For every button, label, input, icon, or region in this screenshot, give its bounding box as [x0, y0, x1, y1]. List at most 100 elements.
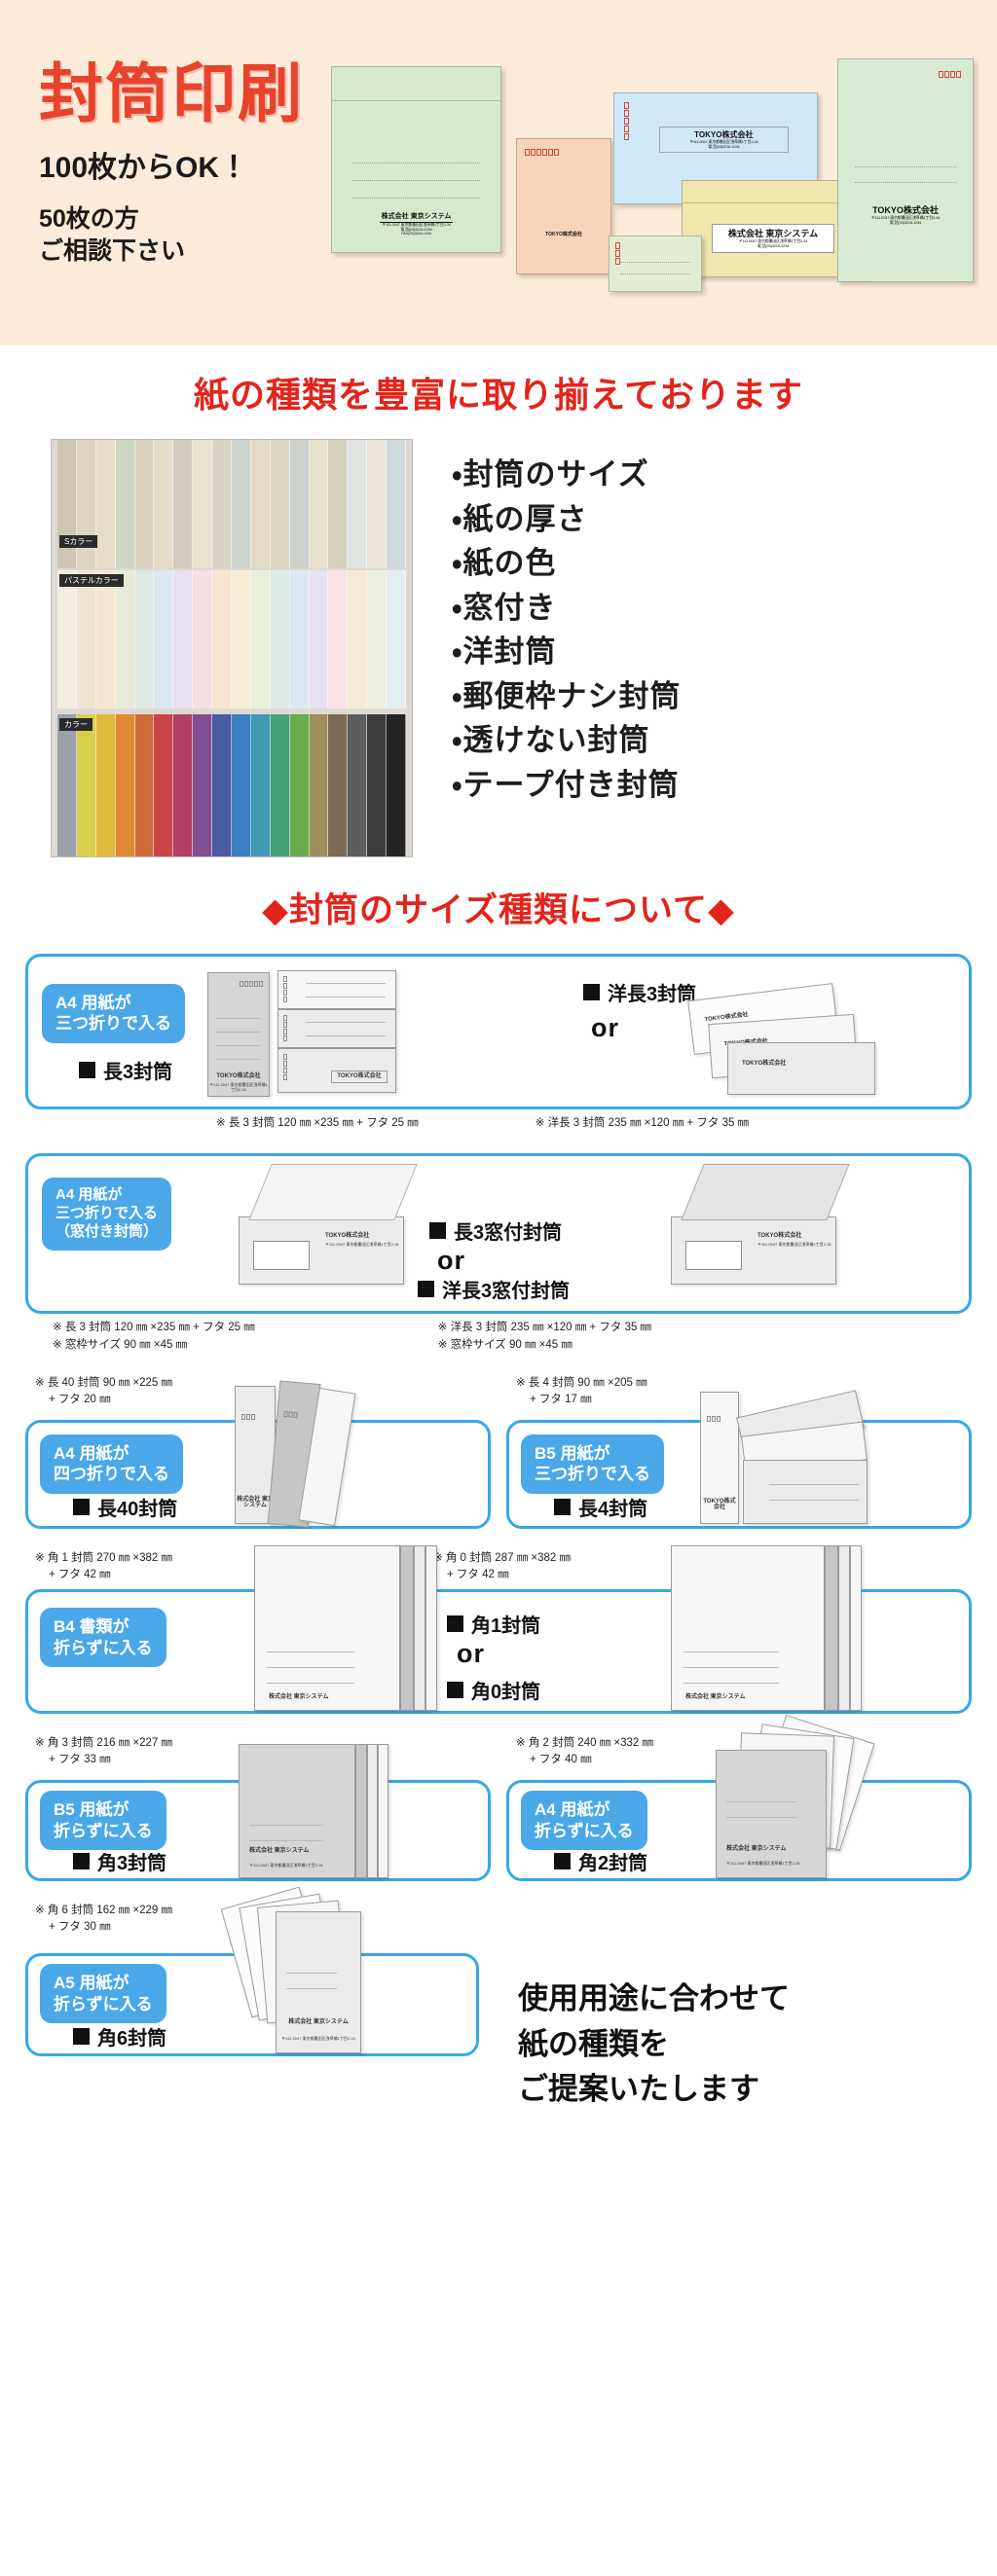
- cell-kaku6: ※ 角 6 封筒 162 ㎜ ×229 ㎜ + フタ 30 ㎜ A5 用紙が 折…: [25, 1886, 479, 2113]
- list-item: ・紙の厚さ: [452, 501, 588, 536]
- closing-line1: 使用用途に合わせて: [518, 1981, 790, 2016]
- envelope-illustration-peach: TOKYO株式会社: [516, 138, 611, 274]
- tag-a5-flat: A5 用紙が 折らずに入る: [40, 1964, 166, 2024]
- list-item: ・透けない封筒: [452, 723, 650, 758]
- envelope-size-heading: ◆封筒のサイズ種類について◆: [262, 891, 735, 929]
- list-item: ・封筒のサイズ: [452, 457, 649, 491]
- or-separator-row4: or: [457, 1639, 485, 1669]
- tag-a4-trifold-window: A4 用紙が 三つ折りで入る （窓付き封筒）: [42, 1178, 172, 1251]
- envelope-art-kaku2: 株式会社 東京システム 〒111-0047 東京都墨田区浅草橋1丁目2-34: [716, 1750, 827, 1879]
- or-separator-row1: or: [591, 1013, 619, 1042]
- list-item: ・洋封筒: [452, 635, 557, 670]
- cell-naga40: ※ 長 40 封筒 90 ㎜ ×225 ㎜ + フタ 20 ㎜ A4 用紙が 四…: [25, 1375, 491, 1529]
- paper-types-heading: 紙の種類を豊富に取り揃えております: [193, 375, 804, 415]
- swatch-band-label-pastel: パステルカラー: [59, 574, 124, 587]
- card-kaku3[interactable]: B5 用紙が 折らずに入る 株式会社 東京システム 〒111-0047 東京都墨…: [25, 1744, 491, 1882]
- list-item: ・テープ付き封筒: [452, 767, 680, 802]
- card-kaku1-kaku0[interactable]: B4 書類が 折らずに入る 株式会社 東京システム 角1封筒 or 角0封筒: [25, 1545, 972, 1715]
- paper-feature-list: ・封筒のサイズ ・紙の厚さ ・紙の色 ・窓付き ・洋封筒 ・郵便枠ナシ封筒 ・透…: [452, 439, 682, 808]
- dim-naga40-2: + フタ 20 ㎜: [49, 1393, 111, 1405]
- tag-a4-flat: A4 用紙が 折らずに入る: [521, 1791, 647, 1851]
- label-kaku1: 角1封筒: [447, 1610, 540, 1638]
- dim-kaku6-1: ※ 角 6 封筒 162 ㎜ ×229 ㎜: [35, 1905, 172, 1917]
- dim-group-yonaga3-window: ※ 洋長 3 封筒 235 ㎜ ×120 ㎜ + フタ 35 ㎜ ※ 窓枠サイズ…: [437, 1322, 652, 1351]
- card-naga4[interactable]: B5 用紙が 三つ折りで入る TOKYO株式会社 長4封筒: [506, 1390, 972, 1529]
- label-kaku2: 角2封筒: [554, 1847, 647, 1875]
- envelope-art-naga3-stack3: TOKYO株式会社: [277, 1048, 396, 1093]
- envelope-logo-right-green: TOKYO株式会社 〒111-0047 東京都墨田区浅草橋1丁目2-34 電 話…: [870, 205, 941, 225]
- list-item: ・紙の色: [452, 546, 557, 581]
- dim-group-kaku1: ※ 角 1 封筒 270 ㎜ ×382 ㎜ + フタ 42 ㎜: [35, 1551, 172, 1580]
- dim-naga4-1: ※ 長 4 封筒 90 ㎜ ×205 ㎜: [516, 1376, 647, 1389]
- envelope-flap-yonaga3-window: [681, 1164, 850, 1221]
- dim-naga4-2: + フタ 17 ㎜: [530, 1393, 592, 1405]
- cell-naga4: ※ 長 4 封筒 90 ㎜ ×205 ㎜ + フタ 17 ㎜ B5 用紙が 三つ…: [506, 1375, 972, 1529]
- dims-row1: ※ 長 3 封筒 120 ㎜ ×235 ㎜ + フタ 25 ㎜ ※ 洋長 3 封…: [25, 1115, 972, 1132]
- card-kaku2[interactable]: A4 用紙が 折らずに入る 株式会社 東京システム 〒111-0047 東京都墨…: [506, 1715, 972, 1882]
- label-yonaga3-window: 洋長3窓付封筒: [418, 1275, 570, 1303]
- list-item: ・郵便枠ナシ封筒: [452, 678, 682, 713]
- label-kaku6: 角6封筒: [73, 2022, 166, 2050]
- hero-consult-line1: 50枚の方: [39, 205, 139, 234]
- card-naga3[interactable]: A4 用紙が 三つ折りで入る TOKYO株式会社 〒111-0047 東京都墨田…: [25, 954, 972, 1109]
- envelope-art-kaku0-side1: [825, 1545, 838, 1712]
- envelope-logo-cream: 株式会社 東京システム 〒111-0047 東京都墨田区浅草橋1丁目2-34 電…: [711, 224, 835, 254]
- envelope-art-naga3-stack1: [277, 970, 396, 1009]
- label-yonaga3: 洋長3封筒: [583, 978, 696, 1006]
- tag-b5-flat: B5 用紙が 折らずに入る: [40, 1791, 166, 1851]
- dim-kaku2-1: ※ 角 2 封筒 240 ㎜ ×332 ㎜: [516, 1737, 653, 1750]
- paper-types-section: 紙の種類を豊富に取り揃えております Sカラー パステルカラー: [0, 345, 997, 857]
- envelope-art-kaku3-side1: [355, 1744, 367, 1879]
- paper-swatch-photo: Sカラー パステルカラー カラー: [51, 439, 413, 857]
- envelope-illustration-right-green: TOKYO株式会社 〒111-0047 東京都墨田区浅草橋1丁目2-34 電 話…: [837, 58, 974, 282]
- row-naga40-naga4-wrapper: ※ 長 40 封筒 90 ㎜ ×225 ㎜ + フタ 20 ㎜ A4 用紙が 四…: [0, 1375, 997, 1529]
- envelope-art-kaku1-side3: [425, 1545, 437, 1712]
- envelope-illustration-green: 株式会社 東京システム 〒111-0047 東京都墨田区浅草橋1丁目2-34 電…: [331, 66, 501, 253]
- swatch-band-label-color: カラー: [59, 718, 92, 731]
- closing-line3: ご提案いたします: [518, 2072, 759, 2107]
- swatch-band-label-s: Sカラー: [59, 535, 98, 548]
- envelope-art-kaku0-side3: [850, 1545, 862, 1712]
- envelope-art-kaku0: 株式会社 東京システム: [671, 1545, 825, 1712]
- dim-kaku2-2: + フタ 40 ㎜: [530, 1754, 592, 1766]
- envelope-flap-naga3-window: [248, 1164, 418, 1221]
- hero-text-block: 封筒印刷 100枚からOK！ 50枚の方 ご相談下さい: [39, 59, 304, 268]
- closing-line2: 紙の種類を: [518, 2026, 669, 2061]
- envelope-art-kaku3-side3: [378, 1744, 388, 1879]
- row-kaku1-kaku0-wrapper: ※ 角 1 封筒 270 ㎜ ×382 ㎜ + フタ 42 ㎜ ※ 角 0 封筒…: [0, 1545, 997, 1715]
- row-kaku6-wrapper: ※ 角 6 封筒 162 ㎜ ×229 ㎜ + フタ 30 ㎜ A5 用紙が 折…: [0, 1886, 997, 2113]
- label-naga40: 長40封筒: [73, 1493, 177, 1521]
- envelope-logo-peach: TOKYO株式会社: [545, 232, 582, 237]
- dim-kaku6-2: + フタ 30 ㎜: [49, 1921, 111, 1934]
- card-naga3-window[interactable]: A4 用紙が 三つ折りで入る （窓付き封筒） TOKYO株式会社 〒111-00…: [25, 1153, 972, 1315]
- envelope-art-naga4-a: TOKYO株式会社: [700, 1391, 739, 1524]
- closing-message: 使用用途に合わせて 紙の種類を ご提案いたします: [495, 1903, 972, 2113]
- card-kaku6[interactable]: A5 用紙が 折らずに入る 株式会社 東京システム 〒111-0047 東京都墨…: [25, 1886, 479, 2057]
- dim-naga3: ※ 長 3 封筒 120 ㎜ ×235 ㎜ + フタ 25 ㎜: [216, 1117, 419, 1129]
- tag-a4-quadfold: A4 用紙が 四つ折りで入る: [40, 1433, 183, 1494]
- tag-b4-flat: B4 書類が 折らずに入る: [40, 1608, 166, 1668]
- dims-row2: ※ 長 3 封筒 120 ㎜ ×235 ㎜ + フタ 25 ㎜ ※ 窓枠サイズ …: [25, 1320, 972, 1354]
- dim-group-naga3-window: ※ 長 3 封筒 120 ㎜ ×235 ㎜ + フタ 25 ㎜ ※ 窓枠サイズ …: [53, 1322, 255, 1351]
- label-naga3: 長3封筒: [79, 1056, 172, 1084]
- or-separator-row2: or: [437, 1246, 465, 1276]
- tag-a4-trifold: A4 用紙が 三つ折りで入る: [42, 984, 185, 1043]
- label-naga4: 長4封筒: [554, 1493, 647, 1521]
- envelope-size-section: ◆封筒のサイズ種類について◆ A4 用紙が 三つ折りで入る TOKYO株式会社 …: [0, 857, 997, 2113]
- envelope-art-kaku3: 株式会社 東京システム 〒111-0047 東京都墨田区浅草橋1丁目2-34: [239, 1744, 355, 1879]
- envelope-art-naga4-d: [743, 1459, 868, 1524]
- envelope-art-yonaga3-c: TOKYO株式会社: [727, 1042, 875, 1095]
- envelope-art-naga3-window: TOKYO株式会社 〒111-0047 東京都墨田区浅草橋1丁目2-34: [239, 1216, 404, 1286]
- row-naga3-wrapper: A4 用紙が 三つ折りで入る TOKYO株式会社 〒111-0047 東京都墨田…: [0, 954, 997, 1132]
- envelope-art-naga3: TOKYO株式会社 〒111-0047 東京都墨田区浅草橋1丁目2-34: [207, 972, 270, 1097]
- envelope-art-naga3-stack2: [277, 1009, 396, 1048]
- card-naga40[interactable]: A4 用紙が 四つ折りで入る 株式会社 東京システム 長40封筒: [25, 1380, 491, 1529]
- label-naga3-window: 長3窓付封筒: [429, 1216, 562, 1245]
- list-item: ・窓付き: [452, 590, 557, 625]
- tag-b5-trifold: B5 用紙が 三つ折りで入る: [521, 1433, 664, 1494]
- dim-yonaga3: ※ 洋長 3 封筒 235 ㎜ ×120 ㎜ + フタ 35 ㎜: [535, 1117, 750, 1129]
- row-naga3-window-wrapper: A4 用紙が 三つ折りで入る （窓付き封筒） TOKYO株式会社 〒111-00…: [0, 1153, 997, 1354]
- envelope-art-kaku1-side2: [414, 1545, 425, 1712]
- envelope-logo-blue: TOKYO株式会社 〒111-0047 東京都墨田区浅草橋1丁目2-34 電 話…: [658, 127, 789, 154]
- envelope-illustration-mint: [609, 236, 702, 292]
